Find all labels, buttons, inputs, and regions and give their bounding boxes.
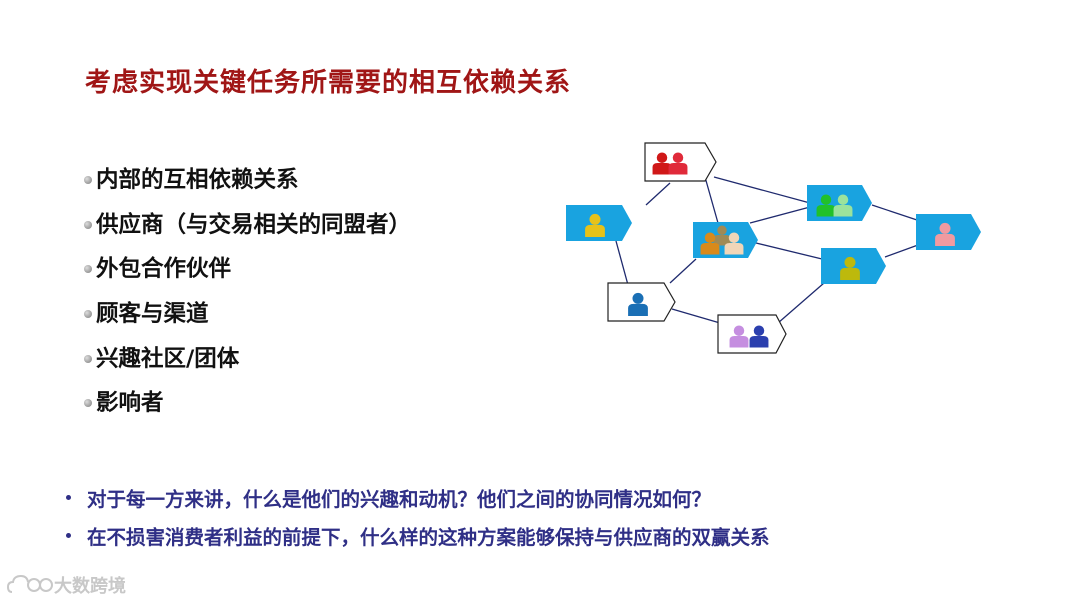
list-item-label: 供应商（与交易相关的同盟者） bbox=[96, 211, 412, 238]
note-item: 对于每一方来讲，什么是他们的兴趣和动机？他们之间的协同情况如何？ bbox=[66, 478, 770, 516]
bullet-icon bbox=[84, 354, 92, 363]
list-item-label: 内部的互相依赖关系 bbox=[96, 167, 299, 194]
edge bbox=[755, 242, 823, 260]
bullet-icon bbox=[84, 310, 92, 319]
edge bbox=[669, 258, 697, 284]
cloud-logo-icon bbox=[6, 574, 53, 593]
list-item: 兴趣社区/团体 bbox=[84, 334, 411, 379]
stakeholder-node bbox=[821, 248, 886, 284]
network-diagram bbox=[566, 142, 981, 354]
edge bbox=[704, 176, 719, 224]
bullet-icon bbox=[66, 532, 71, 538]
edge bbox=[671, 308, 721, 324]
list-item: 供应商（与交易相关的同盟者） bbox=[84, 201, 411, 246]
watermark: 大数跨境 bbox=[6, 572, 126, 598]
note-text: 在不损害消费者利益的前提下，什么样的这种方案能够保持与供应商的双赢关系 bbox=[87, 525, 770, 549]
list-item: 影响者 bbox=[84, 379, 411, 424]
stakeholder-node bbox=[916, 214, 981, 250]
stakeholder-node bbox=[644, 142, 717, 182]
edge bbox=[749, 206, 811, 224]
list-item-label: 顾客与渠道 bbox=[96, 301, 209, 328]
edge bbox=[777, 282, 825, 324]
dependency-list: 内部的互相依赖关系 供应商（与交易相关的同盟者） 外包合作伙伴 顾客与渠道 兴趣… bbox=[84, 156, 411, 424]
stakeholder-node bbox=[693, 222, 758, 258]
bullet-icon bbox=[84, 265, 92, 274]
stakeholder-node bbox=[717, 314, 787, 354]
list-item-label: 兴趣社区/团体 bbox=[96, 345, 240, 372]
stakeholder-node bbox=[566, 205, 632, 241]
bullet-icon bbox=[84, 399, 92, 408]
list-item: 顾客与渠道 bbox=[84, 290, 411, 335]
stakeholder-node bbox=[807, 185, 872, 221]
list-item-label: 影响者 bbox=[96, 390, 164, 417]
list-item: 外包合作伙伴 bbox=[84, 245, 411, 290]
edge bbox=[615, 240, 629, 286]
edge bbox=[713, 176, 811, 204]
bullet-icon bbox=[66, 494, 71, 500]
network-edges bbox=[615, 176, 921, 324]
edge bbox=[871, 204, 921, 222]
stakeholder-node bbox=[607, 282, 676, 322]
list-item: 内部的互相依赖关系 bbox=[84, 156, 411, 201]
note-item: 在不损害消费者利益的前提下，什么样的这种方案能够保持与供应商的双赢关系 bbox=[66, 516, 770, 554]
watermark-text: 大数跨境 bbox=[54, 576, 126, 597]
slide-title: 考虑实现关键任务所需要的相互依赖关系 bbox=[85, 68, 572, 98]
bullet-icon bbox=[84, 176, 92, 185]
edge bbox=[645, 182, 671, 206]
edge bbox=[884, 244, 919, 258]
bullet-icon bbox=[84, 220, 92, 229]
list-item-label: 外包合作伙伴 bbox=[96, 256, 232, 283]
note-text: 对于每一方来讲，什么是他们的兴趣和动机？他们之间的协同情况如何？ bbox=[87, 487, 712, 511]
bottom-notes: 对于每一方来讲，什么是他们的兴趣和动机？他们之间的协同情况如何？ 在不损害消费者… bbox=[66, 478, 770, 554]
